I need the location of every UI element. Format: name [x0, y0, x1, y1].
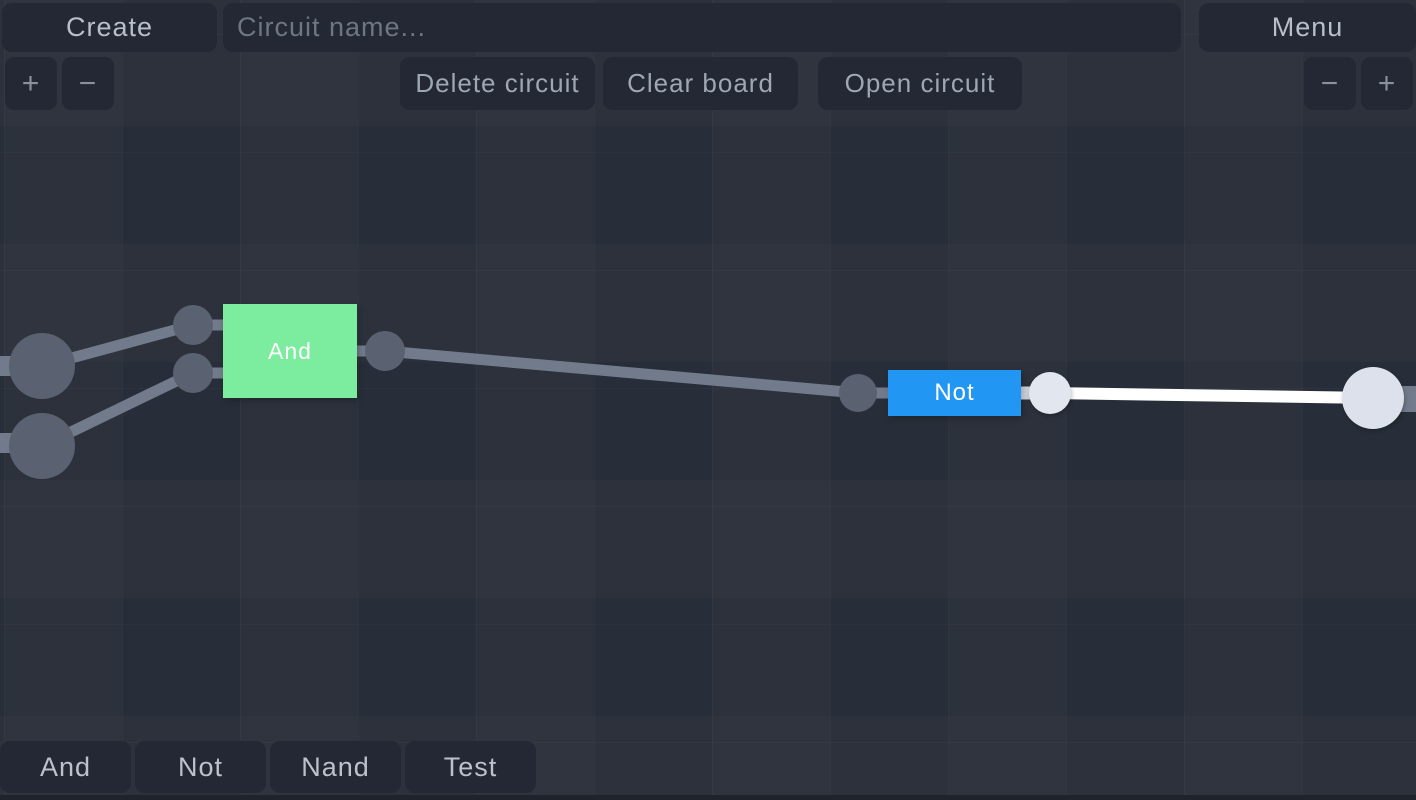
- create-button[interactable]: Create: [2, 3, 217, 52]
- output-node[interactable]: [1342, 367, 1404, 429]
- palette-item-nand[interactable]: Nand: [270, 741, 401, 793]
- and-output-pin[interactable]: [365, 331, 405, 371]
- not-gate[interactable]: Not: [888, 370, 1021, 416]
- zoom-in-button-left[interactable]: +: [5, 57, 57, 110]
- input-node-1[interactable]: [9, 333, 75, 399]
- and-gate-label: And: [268, 337, 312, 364]
- zoom-in-button-right[interactable]: +: [1361, 57, 1413, 110]
- input-node-2[interactable]: [9, 413, 75, 479]
- delete-circuit-button[interactable]: Delete circuit: [400, 57, 595, 110]
- zoom-out-button-right[interactable]: −: [1304, 57, 1356, 110]
- and-input-pin-1[interactable]: [173, 305, 213, 345]
- open-circuit-button[interactable]: Open circuit: [818, 57, 1022, 110]
- wire-not-to-output[interactable]: [1049, 387, 1374, 404]
- palette-item-and[interactable]: And: [0, 741, 131, 793]
- not-gate-label: Not: [934, 379, 975, 406]
- not-input-pin[interactable]: [839, 374, 877, 412]
- wire-and-to-not[interactable]: [384, 345, 859, 399]
- palette-item-test[interactable]: Test: [405, 741, 536, 793]
- and-input-pin-2[interactable]: [173, 353, 213, 393]
- zoom-out-button-left[interactable]: −: [62, 57, 114, 110]
- not-output-pin[interactable]: [1029, 372, 1071, 414]
- clear-board-button[interactable]: Clear board: [603, 57, 798, 110]
- and-gate[interactable]: And: [223, 304, 357, 398]
- circuit-name-input[interactable]: [223, 3, 1181, 52]
- screen-bottom-edge: [0, 795, 1416, 800]
- menu-button[interactable]: Menu: [1199, 3, 1416, 52]
- palette-item-not[interactable]: Not: [135, 741, 266, 793]
